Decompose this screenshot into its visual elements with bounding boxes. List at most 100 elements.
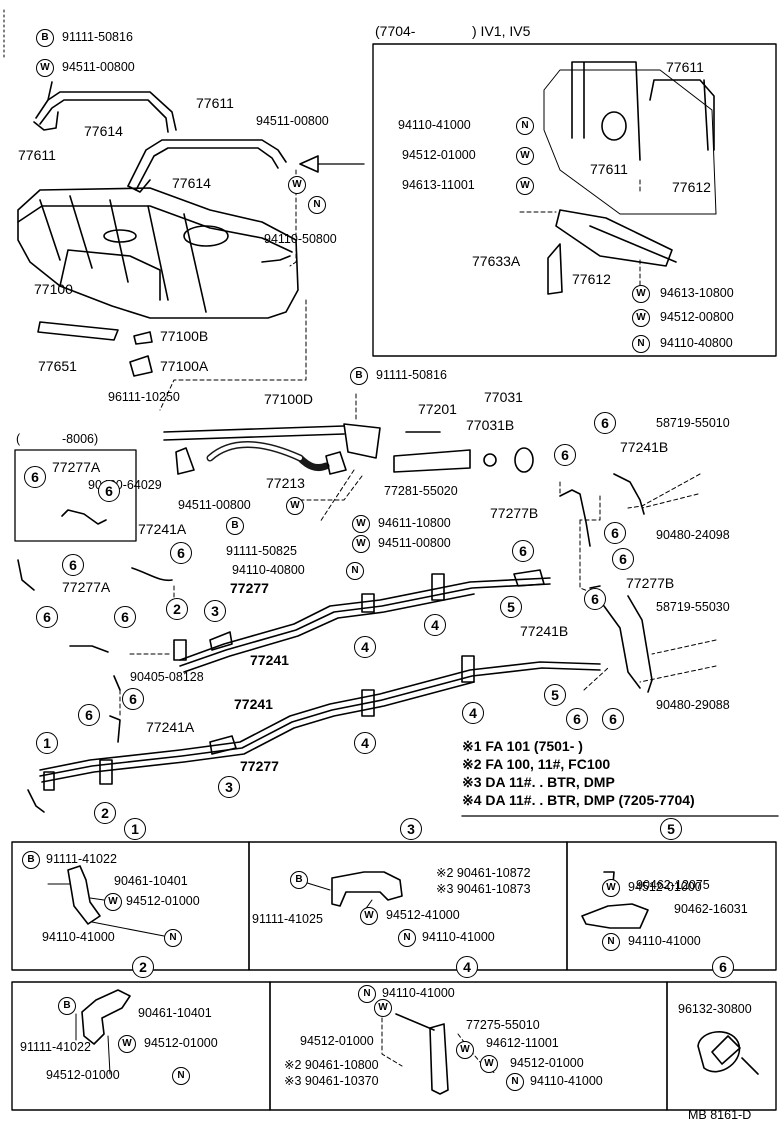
part-label: 90462-16031 xyxy=(674,902,748,916)
part-label: 94110-41000 xyxy=(530,1074,603,1088)
part-label: 94611-10800 xyxy=(378,516,451,530)
part-label: ※3 90461-10370 xyxy=(284,1074,379,1088)
bolt-symbol: B xyxy=(350,367,368,385)
callout-2: 2 xyxy=(94,802,116,824)
part-label: 90480-24098 xyxy=(656,528,730,542)
note-2: ※2 FA 100, 11#, FC100 xyxy=(462,756,611,772)
part-label-marked: 77277 xyxy=(230,580,269,596)
part-label: 77100D xyxy=(264,391,314,407)
bolt-symbol: B xyxy=(22,851,40,869)
callout-6: 6 xyxy=(594,412,616,434)
part-label: 91111-50816 xyxy=(376,368,447,382)
callout-6: 6 xyxy=(512,540,534,562)
washer-symbol: W xyxy=(456,1041,474,1059)
part-label: 94511-00800 xyxy=(256,114,329,128)
callout-5: 5 xyxy=(500,596,522,618)
nut-symbol: N xyxy=(346,562,364,580)
inset-model-codes: ) IV1, IV5 xyxy=(472,23,531,39)
washer-symbol: W xyxy=(480,1055,498,1073)
part-label: 77241B xyxy=(520,623,569,639)
part-label: 94110-50800 xyxy=(264,232,337,246)
part-label: 94511-00800 xyxy=(178,498,251,512)
part-label: 94613-10800 xyxy=(660,286,734,300)
part-label: 77275-55010 xyxy=(466,1018,540,1032)
part-label: 58719-55010 xyxy=(656,416,730,430)
part-label: 77614 xyxy=(172,175,211,191)
washer-symbol: W xyxy=(516,177,534,195)
callout-6: 6 xyxy=(612,548,634,570)
part-label: 77277B xyxy=(626,575,675,591)
part-label: 94110-41000 xyxy=(422,930,495,944)
part-label: 96132-30800 xyxy=(678,1002,752,1016)
part-label: 96111-10250 xyxy=(108,390,180,404)
part-label: ※2 90461-10872 xyxy=(436,866,531,880)
part-label: 77201 xyxy=(418,401,457,417)
part-label: 94512-01000 xyxy=(46,1068,120,1082)
part-label: 77611 xyxy=(590,161,628,177)
note-4: ※4 DA 11#. . BTR, DMP (7205-7704) xyxy=(462,792,695,808)
part-label: 77633A xyxy=(472,253,521,269)
nut-symbol: N xyxy=(172,1067,190,1085)
part-label: 90405-08128 xyxy=(130,670,204,684)
part-label: ※3 90461-10873 xyxy=(436,882,531,896)
part-label: 91111-41022 xyxy=(46,852,117,866)
nut-symbol: N xyxy=(602,933,620,951)
part-label: 77651 xyxy=(38,358,77,374)
detail-header-5: 5 xyxy=(660,818,682,840)
bolt-symbol: B xyxy=(58,997,76,1015)
part-label: 77031 xyxy=(484,389,523,405)
callout-5: 5 xyxy=(544,684,566,706)
detail-header-2: 2 xyxy=(132,956,154,978)
callout-6: 6 xyxy=(62,554,84,576)
part-label: 77277B xyxy=(490,505,539,521)
callout-6: 6 xyxy=(170,542,192,564)
callout-6: 6 xyxy=(36,606,58,628)
inset-model-range: (7704- xyxy=(375,23,416,39)
part-label: 90480-29088 xyxy=(656,698,730,712)
part-label: 94511-00800 xyxy=(378,536,451,550)
part-label: 77241A xyxy=(146,719,195,735)
part-label: 58719-55030 xyxy=(656,600,730,614)
part-label: 94512-01000 xyxy=(510,1056,584,1070)
callout-6: 6 xyxy=(122,688,144,710)
washer-symbol: W xyxy=(374,999,392,1017)
note-1: ※1 FA 101 (7501- ) xyxy=(462,738,583,754)
part-label: 77213 xyxy=(266,475,305,491)
part-label: 94512-00800 xyxy=(660,310,734,324)
part-label: 77614 xyxy=(84,123,123,139)
callout-2: 2 xyxy=(166,598,188,620)
callout-1: 1 xyxy=(36,732,58,754)
callout-4: 4 xyxy=(354,732,376,754)
part-label: 91111-50816 xyxy=(62,30,133,44)
part-label: 77611 xyxy=(196,95,234,111)
callout-6: 6 xyxy=(554,444,576,466)
part-label: 94512-01000 xyxy=(628,880,702,894)
bolt-symbol: B xyxy=(226,517,244,535)
washer-symbol: W xyxy=(352,515,370,533)
part-label: 77100 xyxy=(34,281,73,297)
callout-6: 6 xyxy=(98,480,120,502)
part-label: 94110-41000 xyxy=(628,934,701,948)
note-3: ※3 DA 11#. . BTR, DMP xyxy=(462,774,615,790)
nut-symbol: N xyxy=(308,196,326,214)
washer-symbol: W xyxy=(36,59,54,77)
part-label: 77100B xyxy=(160,328,209,344)
detail-header-3: 3 xyxy=(400,818,422,840)
part-label: 91111-50825 xyxy=(226,544,297,558)
part-label-marked: 77277 xyxy=(240,758,279,774)
washer-symbol: W xyxy=(516,147,534,165)
part-label: ※2 90461-10800 xyxy=(284,1058,379,1072)
part-label: 94110-41000 xyxy=(42,930,115,944)
part-label: 94512-01000 xyxy=(144,1036,218,1050)
part-label: 77277A xyxy=(52,459,101,475)
part-label: 94512-41000 xyxy=(386,908,460,922)
part-label: 77241A xyxy=(138,521,187,537)
part-label: 90461-10401 xyxy=(138,1006,212,1020)
callout-4: 4 xyxy=(354,636,376,658)
part-label: 94110-41000 xyxy=(398,118,471,132)
part-label: 94613-11001 xyxy=(402,178,475,192)
detail-header-1: 1 xyxy=(124,818,146,840)
callout-6: 6 xyxy=(584,588,606,610)
